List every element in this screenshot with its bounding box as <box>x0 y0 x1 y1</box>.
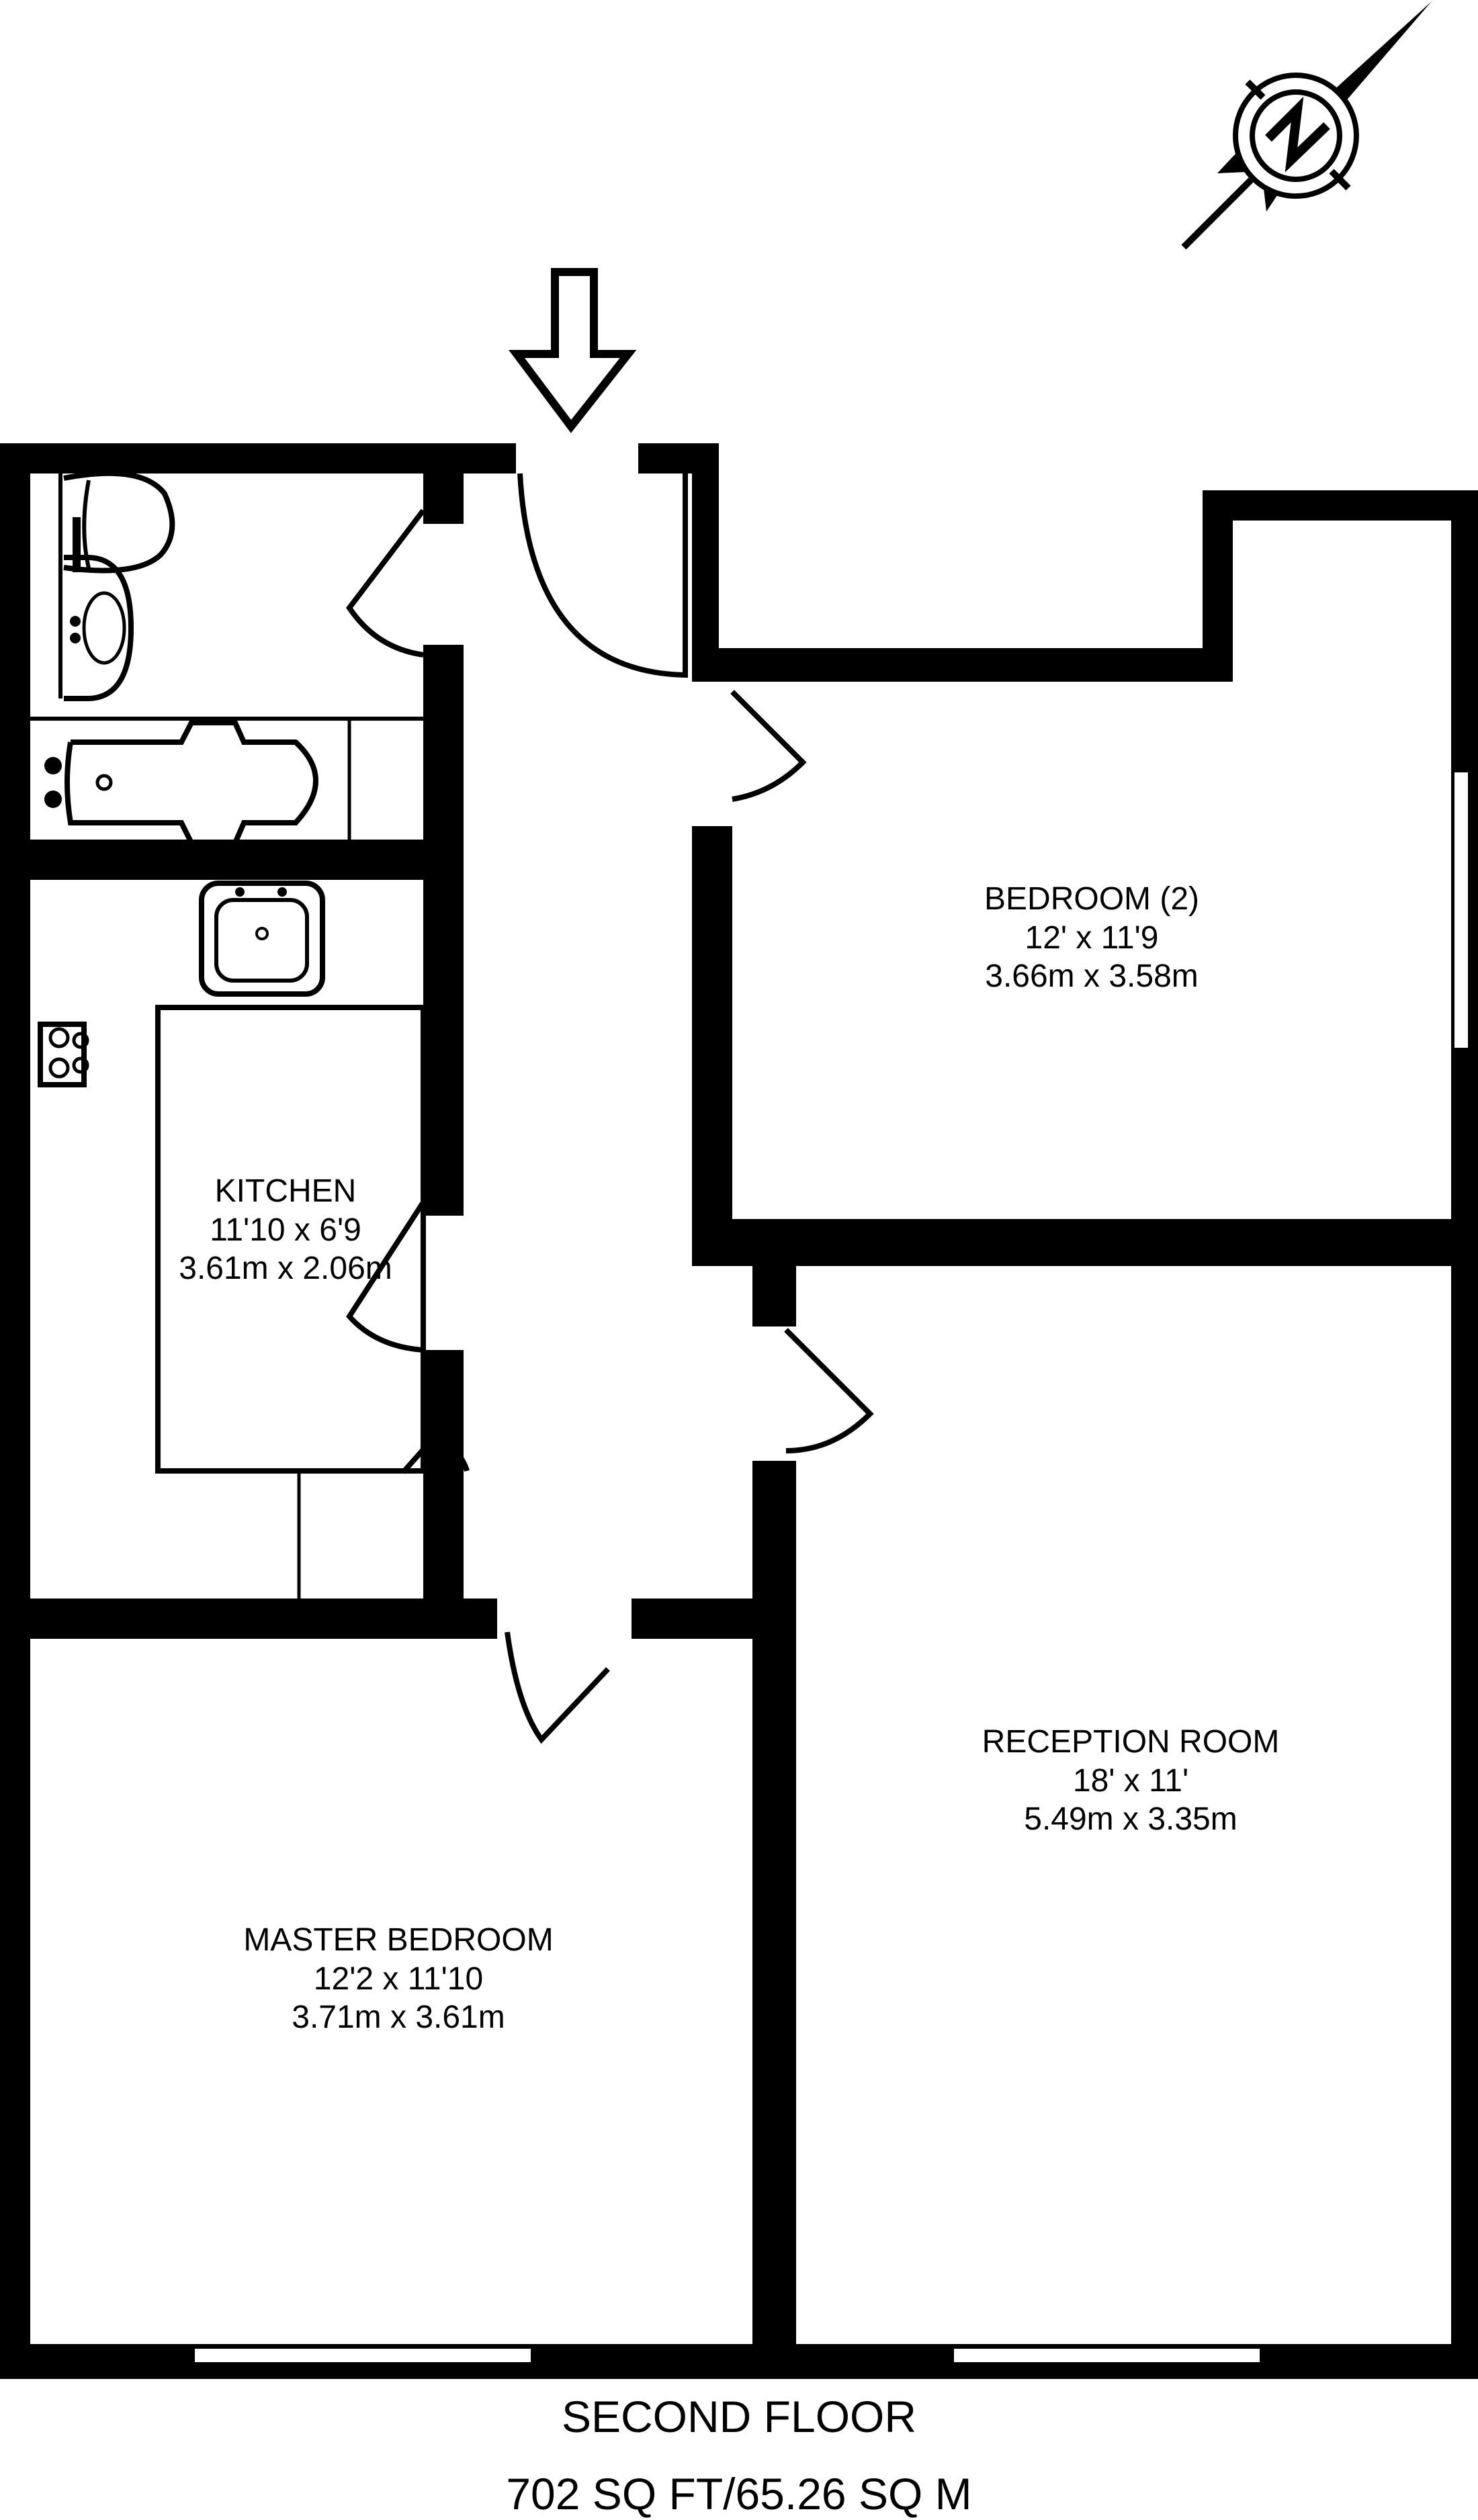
room-dimensions-metric: 5.49m x 3.35m <box>1024 1801 1237 1838</box>
room-name: KITCHEN <box>214 1173 357 1209</box>
hob-icon <box>38 1022 87 1087</box>
entrance-arrow-icon <box>509 268 637 433</box>
room-name: MASTER BEDROOM <box>243 1922 554 1958</box>
room-label-reception-room: RECEPTION ROOM 18' x 11' 5.49m x 3.35m <box>982 1723 1280 1839</box>
bathtub-icon <box>64 720 318 846</box>
room-label-master-bedroom: MASTER BEDROOM 12'2 x 11'10 3.71m x 3.61… <box>243 1921 553 2037</box>
room-name: RECEPTION ROOM <box>982 1724 1280 1760</box>
bathroom-fixtures <box>30 470 423 846</box>
room-label-kitchen: KITCHEN 11'10 x 6'9 3.61m x 2.06m <box>179 1172 392 1288</box>
room-dimensions-imperial: 18' x 11' <box>1072 1762 1189 1799</box>
doors <box>345 473 874 1744</box>
floor-name: SECOND FLOOR <box>561 2392 917 2441</box>
room-dimensions-imperial: 11'10 x 6'9 <box>210 1212 361 1248</box>
kitchen-fixtures <box>38 881 426 1599</box>
north-compass-icon <box>1181 1 1432 250</box>
room-dimensions-imperial: 12'2 x 11'10 <box>313 1961 484 1997</box>
room-name: BEDROOM (2) <box>984 881 1200 917</box>
toilet-icon <box>63 470 175 574</box>
room-dimensions-metric: 3.61m x 2.06m <box>179 1251 392 1287</box>
kitchen-sink-icon <box>199 881 325 997</box>
room-dimensions-metric: 3.66m x 3.58m <box>985 958 1199 995</box>
room-label-bedroom-2: BEDROOM (2) 12' x 11'9 3.66m x 3.58m <box>984 880 1199 996</box>
total-area: 702 SQ FT/65.26 SQ M <box>506 2469 972 2519</box>
walls <box>0 443 1478 2379</box>
room-dimensions-metric: 3.71m x 3.61m <box>292 1999 505 2036</box>
room-dimensions-imperial: 12' x 11'9 <box>1025 919 1159 956</box>
washbasin-icon <box>64 555 134 701</box>
